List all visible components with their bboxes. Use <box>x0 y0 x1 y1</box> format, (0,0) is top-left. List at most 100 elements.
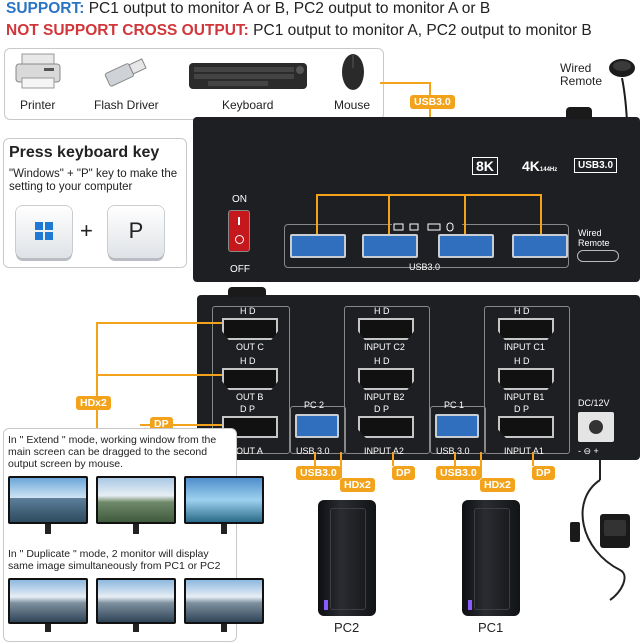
front-usb-label: USB3.0 <box>409 262 441 272</box>
not-support-text: PC1 output to monitor A, PC2 output to m… <box>253 22 592 39</box>
power-switch[interactable] <box>228 210 250 252</box>
monitor-duplicate-2 <box>96 578 176 624</box>
extend-mode-text: In " Extend " mode, working window from … <box>8 434 217 470</box>
power-on-label: ON <box>232 194 247 205</box>
usb-tag-pc2: USB3.0 <box>296 466 341 480</box>
peripheral-label-flash-drive: Flash Driver <box>94 98 159 112</box>
input-c2-hdmi-port[interactable] <box>358 318 414 340</box>
input-c2-hd-label: H D <box>374 306 390 316</box>
dc-polarity: - ⊖ + <box>578 446 599 456</box>
monitor-stand <box>133 524 139 534</box>
input-b2-hd-label: H D <box>374 356 390 366</box>
pc2-usb-port[interactable] <box>295 414 339 438</box>
out-b-label: OUT B <box>236 392 264 402</box>
pc1-input-group <box>484 306 570 454</box>
peripheral-icons <box>393 222 454 232</box>
badge-usb: USB3.0 <box>574 158 618 173</box>
not-support-label: NOT SUPPORT CROSS OUTPUT: <box>6 22 249 39</box>
hdx2-tag-pc1: HDx2 <box>480 478 515 492</box>
badge-8k: 8K <box>472 157 498 175</box>
monitor-duplicate-3 <box>184 578 264 624</box>
remote-port[interactable] <box>577 250 619 262</box>
flash-drive-icon <box>104 58 147 87</box>
wired-remote-icon <box>609 59 635 77</box>
front-usb-port-3[interactable] <box>438 234 494 258</box>
windows-key <box>16 206 72 258</box>
front-knob <box>566 107 592 119</box>
monitor-stand <box>221 624 227 632</box>
dc-label: DC/12V <box>578 398 610 408</box>
pc2-tower <box>318 500 376 616</box>
hdx2-tag-left: HDx2 <box>76 396 111 410</box>
out-b-hdmi-port[interactable] <box>222 368 278 390</box>
monitor-duplicate-1 <box>8 578 88 624</box>
printer-icon <box>15 53 61 89</box>
out-a-dp-label: D P <box>240 404 256 414</box>
peripheral-label-printer: Printer <box>20 98 56 112</box>
keyboard-hint-description: "Windows" + "P" key to make the setting … <box>9 168 178 193</box>
output-group <box>212 306 290 454</box>
dc-jack[interactable] <box>578 412 614 442</box>
dp-tag-left: DP <box>150 417 173 431</box>
wired-remote-label: Wired Remote <box>560 61 603 88</box>
input-c1-hd-label: H D <box>514 306 530 316</box>
front-usb-icons <box>392 219 462 232</box>
pc2-label: PC2 <box>334 620 360 635</box>
keyboard-hint-title: Press keyboard key <box>9 144 160 161</box>
support-text: PC1 output to monitor A or B, PC2 output… <box>88 0 491 17</box>
out-c-label: OUT C <box>236 342 264 352</box>
input-c2-label: INPUT C2 <box>364 342 405 352</box>
duplicate-mode-text: In " Duplicate " mode, 2 monitor will di… <box>8 548 221 572</box>
out-c-hd-label: H D <box>240 306 256 316</box>
windows-logo-icon <box>35 222 53 240</box>
pc1-tower <box>462 500 520 616</box>
out-a-label: OUT A <box>236 446 263 456</box>
peripheral-label-mouse: Mouse <box>334 98 371 112</box>
front-remote-label: Wired Remote <box>578 228 610 248</box>
monitor-stand <box>221 524 227 534</box>
out-c-hdmi-port[interactable] <box>222 318 278 340</box>
usb-tag-pc1: USB3.0 <box>436 466 481 480</box>
monitor-stand <box>45 624 51 632</box>
input-b1-hd-label: H D <box>514 356 530 366</box>
power-adapter-icon <box>570 460 630 601</box>
monitor-stand <box>45 524 51 534</box>
support-line: SUPPORT: PC1 output to monitor A or B, P… <box>6 0 490 18</box>
input-a2-label: INPUT A2 <box>364 446 404 456</box>
pc1-usb-label: USB 3.0 <box>436 446 470 456</box>
monitor-extend-1 <box>8 476 88 524</box>
input-b2-hdmi-port[interactable] <box>358 368 414 390</box>
front-usb-port-1[interactable] <box>290 234 346 258</box>
monitor-extend-3 <box>184 476 264 524</box>
support-label: SUPPORT: <box>6 0 85 17</box>
monitor-extend-2 <box>96 476 176 524</box>
input-b1-hdmi-port[interactable] <box>498 368 554 390</box>
pc1-usb-group <box>430 406 486 454</box>
front-usb-port-4[interactable] <box>512 234 568 258</box>
front-usb-port-2[interactable] <box>362 234 418 258</box>
input-b2-label: INPUT B2 <box>364 392 405 402</box>
monitor-stand <box>133 624 139 632</box>
dp-tag-pc2: DP <box>392 466 415 480</box>
power-off-label: OFF <box>230 264 250 275</box>
rear-knob <box>228 287 266 297</box>
pc1-label: PC1 <box>478 620 504 635</box>
pc1-port-label: PC 1 <box>444 400 465 410</box>
input-a1-label: INPUT A1 <box>504 446 544 456</box>
pc2-usb-group <box>290 406 346 454</box>
pc2-usb-label: USB 3.0 <box>296 446 330 456</box>
input-a1-dp-label: D P <box>514 404 530 414</box>
input-c1-hdmi-port[interactable] <box>498 318 554 340</box>
badge-4k: 4K144Hz <box>522 158 558 174</box>
p-key: P <box>108 206 164 258</box>
keyboard-icon <box>189 63 307 89</box>
pc2-port-label: PC 2 <box>304 400 325 410</box>
pc2-input-group <box>344 306 430 454</box>
input-b1-label: INPUT B1 <box>504 392 545 402</box>
plus-sign: + <box>80 218 93 243</box>
hdx2-tag-pc2: HDx2 <box>340 478 375 492</box>
input-a1-dp-port[interactable] <box>498 416 554 438</box>
out-b-hd-label: H D <box>240 356 256 366</box>
input-a2-dp-port[interactable] <box>358 416 414 438</box>
pc1-usb-port[interactable] <box>435 414 479 438</box>
